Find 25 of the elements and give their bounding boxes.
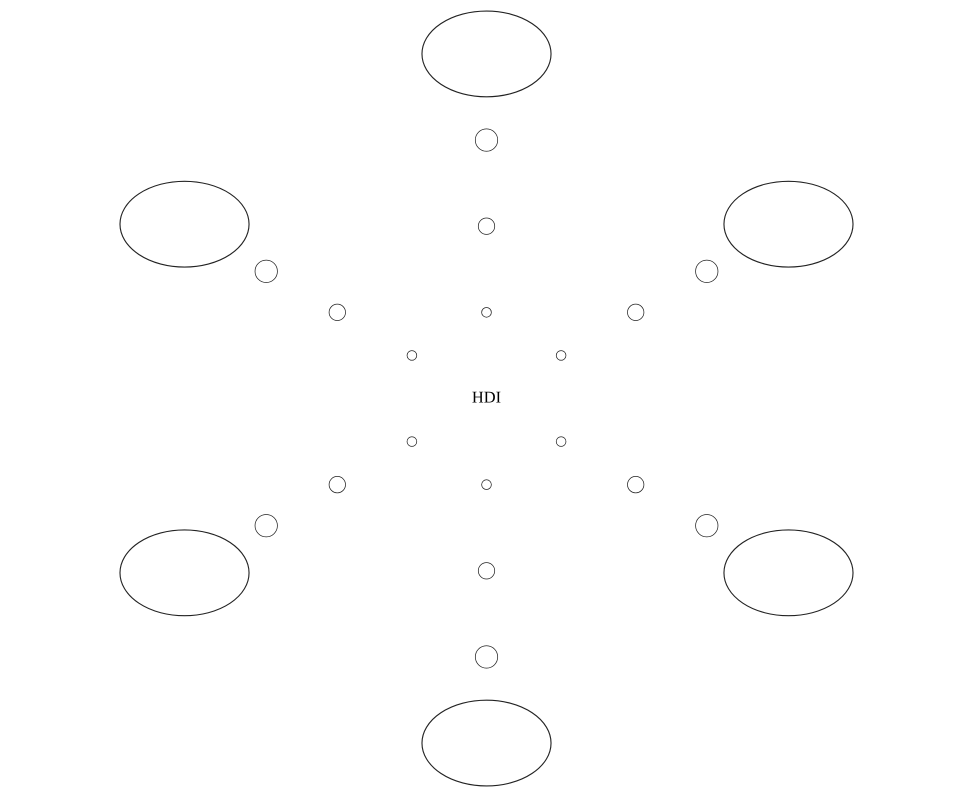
node-circle [406,436,418,447]
node-circle [627,476,644,494]
node-circle [478,562,496,580]
node-circle [627,304,644,321]
node-cloud [119,529,250,616]
node-circle [478,218,496,235]
node-cloud [421,700,552,787]
node-circle [254,260,278,283]
node-circle [328,304,346,321]
node-cloud [119,180,250,268]
node-circle [556,350,566,361]
node-cloud [723,180,854,268]
node-circle [695,260,718,283]
node-circle [695,514,718,538]
node-cloud [723,529,854,616]
node-circle [481,479,492,490]
node-circle [556,436,566,447]
node-text: HDI [472,388,502,407]
node-circle [474,645,498,668]
node-circle [481,307,492,318]
node-cloud [421,10,552,98]
node-circle [474,128,498,152]
node-circle [328,476,346,494]
node-circle [406,350,418,361]
node-circle [254,514,278,538]
